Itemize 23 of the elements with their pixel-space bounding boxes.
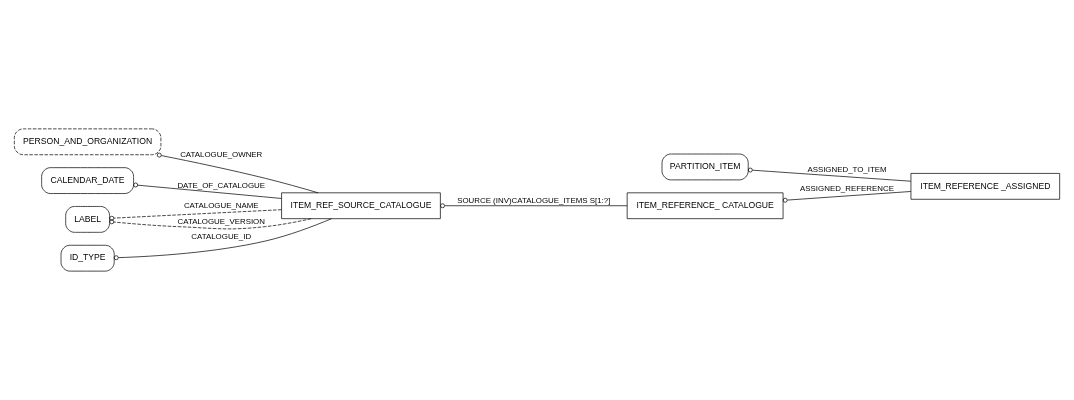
edge-label: DATE_OF_CATALOGUE: [177, 180, 266, 190]
edge-label: SOURCE (INV)CATALOGUE_ITEMS S[1:?]: [457, 196, 611, 206]
connector: [156, 152, 319, 194]
node-box: ITEM_REFERENCE_ CATALOGUE: [626, 192, 784, 220]
connector: [109, 218, 312, 230]
connector: [113, 218, 332, 261]
edge-label: ASSIGNED_REFERENCE: [800, 183, 894, 193]
edge-label: CATALOGUE_ID: [191, 231, 252, 241]
node-box: PARTITION_ITEM: [661, 153, 749, 181]
connector: [133, 182, 282, 199]
edge-label: CATALOGUE_VERSION: [177, 217, 265, 227]
connector: [109, 209, 282, 221]
connector: [782, 191, 912, 203]
node-box: ITEM_REF_SOURCE_CATALOGUE: [281, 192, 441, 220]
node-box: CALENDAR_DATE: [41, 167, 134, 194]
node-box: ITEM_REFERENCE _ASSIGNED: [910, 173, 1061, 200]
node-box: ID_TYPE: [60, 244, 115, 272]
edge-label: CATALOGUE_OWNER: [180, 150, 263, 160]
connector: [440, 203, 628, 209]
edge-label: ASSIGNED_TO_ITEM: [807, 164, 887, 174]
node-box: LABEL: [65, 206, 110, 233]
connector: [747, 167, 912, 182]
edge-label: CATALOGUE_NAME: [183, 201, 259, 211]
